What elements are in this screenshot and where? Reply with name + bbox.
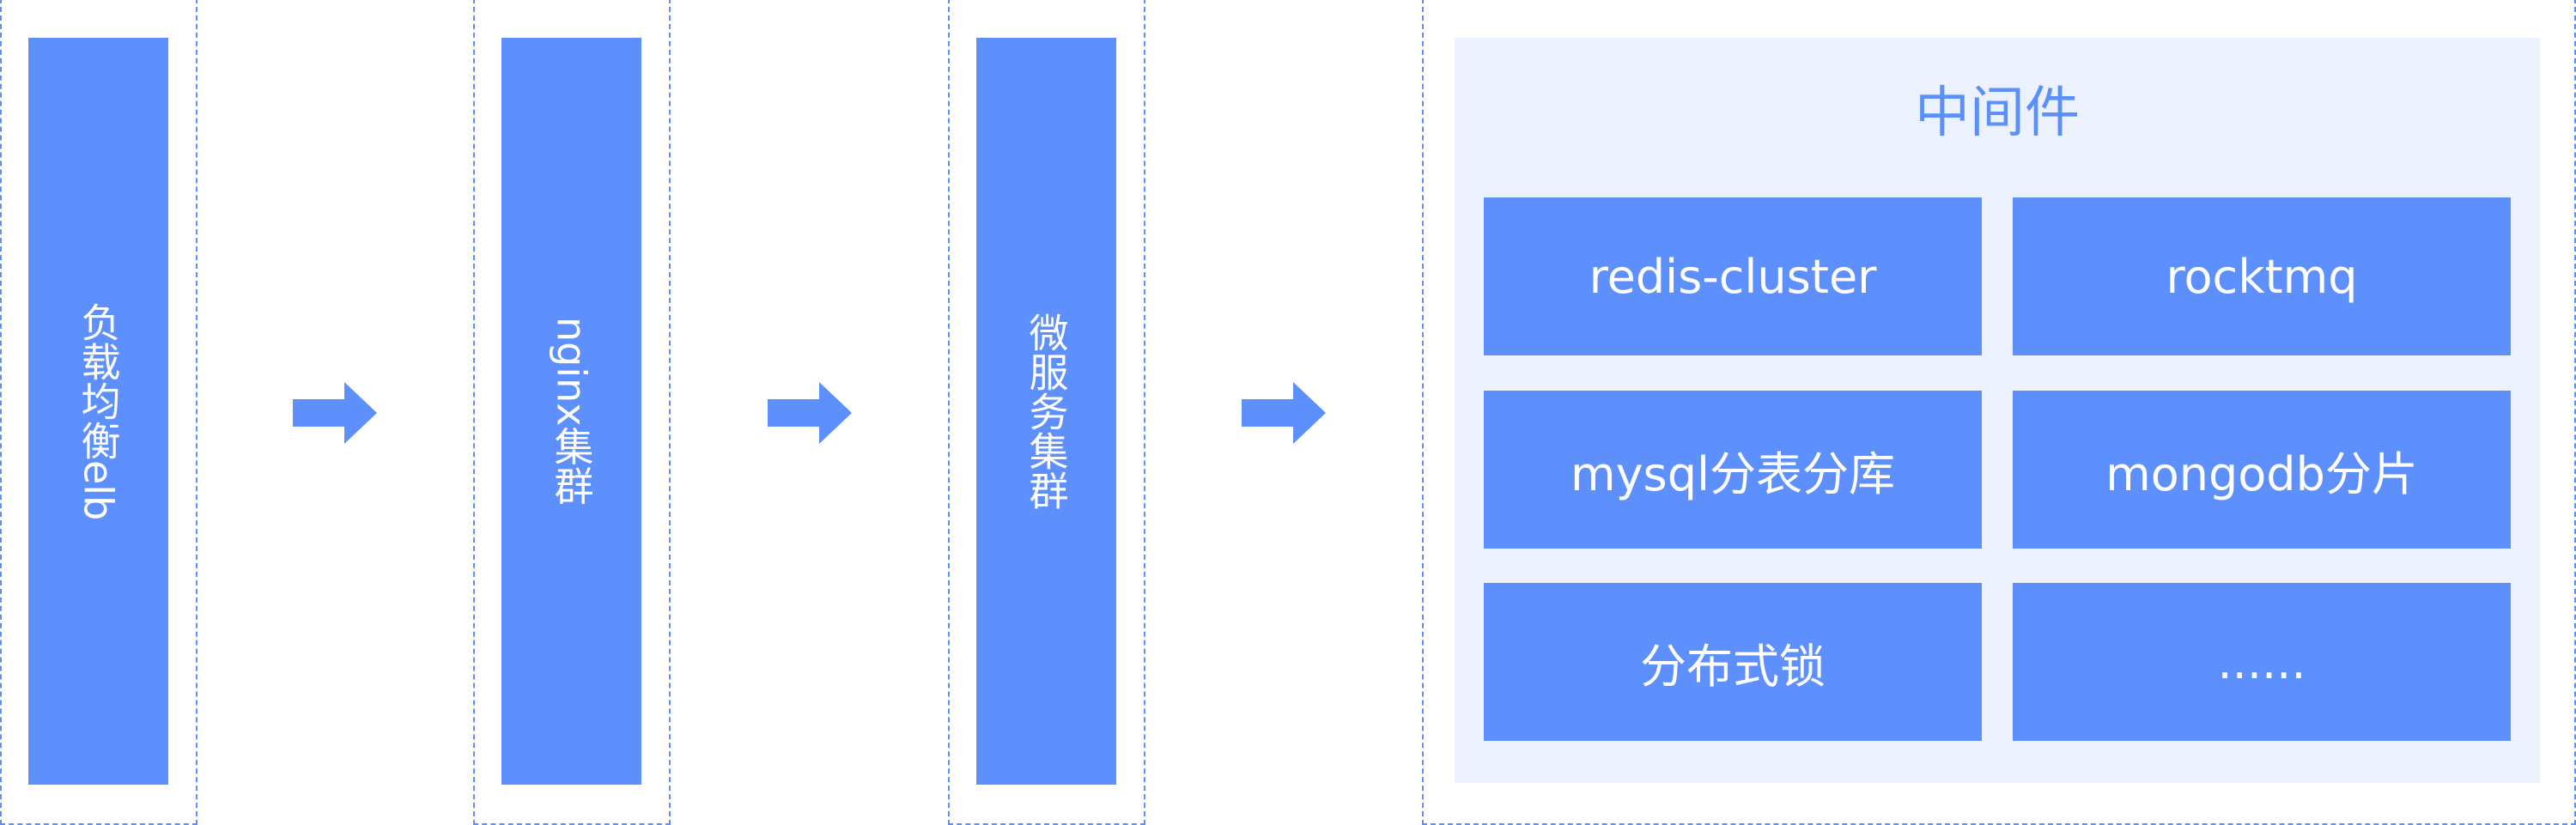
right-arrow-icon	[293, 382, 377, 444]
middleware-title: 中间件	[1915, 82, 2080, 145]
middleware-item-ellipsis: ......	[2013, 583, 2511, 741]
elb-block: 负载均衡elb	[28, 38, 168, 785]
elb-label: 负载均衡elb	[75, 301, 122, 521]
right-arrow-icon	[1242, 382, 1326, 444]
nginx-block: nginx集群	[501, 38, 641, 785]
middleware-item-mysql-sharding: mysql分表分库	[1484, 391, 1982, 549]
microservice-block: 微服务集群	[976, 38, 1116, 785]
microservice-label: 微服务集群	[1023, 312, 1070, 510]
middleware-item-rocketmq: rocktmq	[2013, 197, 2511, 355]
nginx-label: nginx集群	[548, 317, 595, 506]
right-arrow-icon	[768, 382, 852, 444]
middleware-item-mongodb-sharding: mongodb分片	[2013, 391, 2511, 549]
middleware-item-distributed-lock: 分布式锁	[1484, 583, 1982, 741]
middleware-item-redis-cluster: redis-cluster	[1484, 197, 1982, 355]
